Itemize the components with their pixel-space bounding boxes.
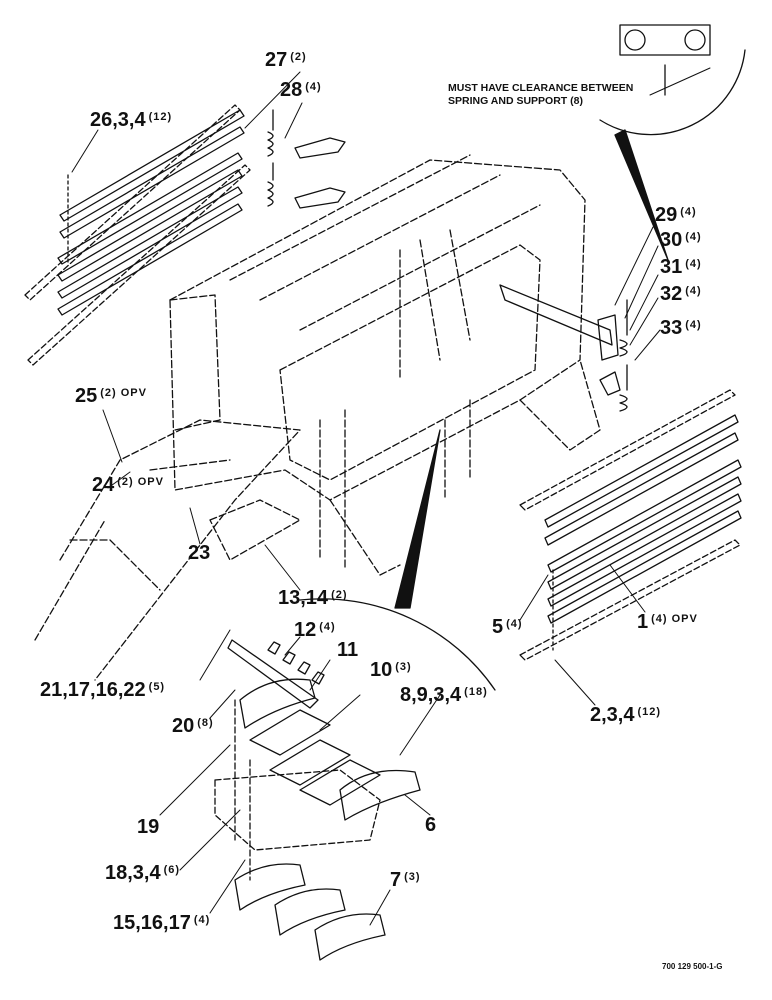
callout-23: 23: [188, 543, 213, 563]
lower-housing-19: [214, 699, 381, 881]
callout-number: 30: [660, 229, 683, 251]
callout-quantity: (3): [404, 871, 421, 883]
callout-quantity: (18): [464, 686, 488, 698]
figure-number: 700 129 500-1-G: [662, 962, 723, 971]
lower-detail: [299, 429, 496, 691]
callout-10: 10(3): [370, 660, 412, 680]
callout-20: 20(8): [172, 716, 214, 736]
callout-quantity: (8): [197, 717, 214, 729]
callout-number: 19: [137, 816, 160, 838]
callout-quantity: (4): [685, 285, 702, 297]
callout-quantity: (2) OPV: [117, 476, 164, 488]
callout-number: 33: [660, 317, 683, 339]
callout-number: 15,16,17: [113, 912, 191, 934]
callout-number: 25: [75, 385, 98, 407]
callout-quantity: (4): [305, 81, 322, 93]
callout-number: 12: [294, 619, 317, 641]
callout-quantity: (4): [506, 618, 523, 630]
callout-19: 19: [137, 817, 162, 837]
spring-assemblies-28: [267, 109, 346, 209]
callout-12: 12(4): [294, 620, 336, 640]
callout-6: 6: [425, 815, 439, 835]
callout-quantity: (4): [685, 319, 702, 331]
callout-quantity: (12): [637, 706, 662, 718]
baler-frame: [169, 154, 601, 576]
wear-strips-upper-left: [57, 109, 245, 316]
callout-number: 1: [637, 611, 649, 633]
callout-29: 29(4): [655, 205, 697, 225]
callout-number: 5: [492, 616, 504, 638]
clearance-note-line1: MUST HAVE CLEARANCE BETWEEN: [448, 82, 634, 94]
wear-strips-lower-right: [544, 414, 742, 651]
support-arm-29-33: [499, 284, 628, 412]
callout-quantity: (2): [331, 589, 348, 601]
callout-32: 32(4): [660, 284, 702, 304]
callout-quantity: (12): [148, 111, 173, 123]
leader-lines: [71, 67, 711, 926]
callout-25: 25(2) OPV: [75, 386, 147, 406]
callout-number: 7: [390, 869, 402, 891]
callout-7: 7(3): [390, 870, 421, 890]
callout-24: 24(2) OPV: [92, 475, 164, 495]
callout-33: 33(4): [660, 318, 702, 338]
callout-quantity: (4): [685, 258, 702, 270]
callout-27: 27(2): [265, 50, 307, 70]
callout-11: 11: [337, 640, 361, 660]
callout-quantity: (4) OPV: [651, 613, 698, 625]
callout-number: 31: [660, 256, 683, 278]
strip-stack-lower-right: [519, 389, 741, 661]
callout-number: 32: [660, 283, 683, 305]
callout-number: 10: [370, 659, 393, 681]
callout-21-17-16-22: 21,17,16,22(5): [40, 680, 165, 700]
callout-number: 21,17,16,22: [40, 679, 146, 701]
callout-18-3-4: 18,3,4(6): [105, 863, 180, 883]
callout-13-14: 13,14(2): [278, 588, 348, 608]
callout-quantity: (4): [319, 621, 336, 633]
callout-quantity: (2) OPV: [100, 387, 147, 399]
callout-number: 20: [172, 715, 195, 737]
callout-number: 27: [265, 49, 288, 71]
callout-number: 24: [92, 474, 115, 496]
clearance-note: MUST HAVE CLEARANCE BETWEEN SPRING AND S…: [448, 82, 633, 108]
callout-26: 26,3,4(12): [90, 110, 172, 130]
callout-quantity: (5): [148, 681, 166, 693]
callout-quantity: (4): [193, 914, 211, 926]
callout-quantity: (6): [163, 864, 181, 876]
callout-number: 23: [188, 542, 211, 564]
callout-28: 28(4): [280, 80, 322, 100]
callout-number: 29: [655, 204, 678, 226]
callout-number: 26,3,4: [90, 109, 146, 131]
callout-30: 30(4): [660, 230, 702, 250]
callout-2-3-4: 2,3,4(12): [590, 705, 661, 725]
callout-number: 11: [337, 639, 359, 661]
callout-1: 1(4) OPV: [637, 612, 698, 632]
callout-number: 13,14: [278, 587, 329, 609]
guides-7: [234, 678, 421, 961]
strippers-10: [249, 709, 381, 806]
callout-31: 31(4): [660, 257, 702, 277]
callout-quantity: (4): [680, 206, 697, 218]
callout-quantity: (4): [685, 231, 702, 243]
callout-number: 8,9,3,4: [400, 684, 462, 706]
callout-number: 6: [425, 814, 437, 836]
clearance-note-line2: SPRING AND SUPPORT (8): [448, 95, 583, 107]
callout-number: 2,3,4: [590, 704, 635, 726]
clearance-inset: [599, 24, 746, 261]
callout-number: 18,3,4: [105, 862, 161, 884]
callout-quantity: (3): [395, 661, 412, 673]
callout-5: 5(4): [492, 617, 523, 637]
hitch-tongue: [34, 419, 301, 681]
callout-quantity: (2): [290, 51, 307, 63]
callout-number: 28: [280, 79, 303, 101]
callout-15-16-17: 15,16,17(4): [113, 913, 210, 933]
callout-8-9-3-4: 8,9,3,4(18): [400, 685, 488, 705]
